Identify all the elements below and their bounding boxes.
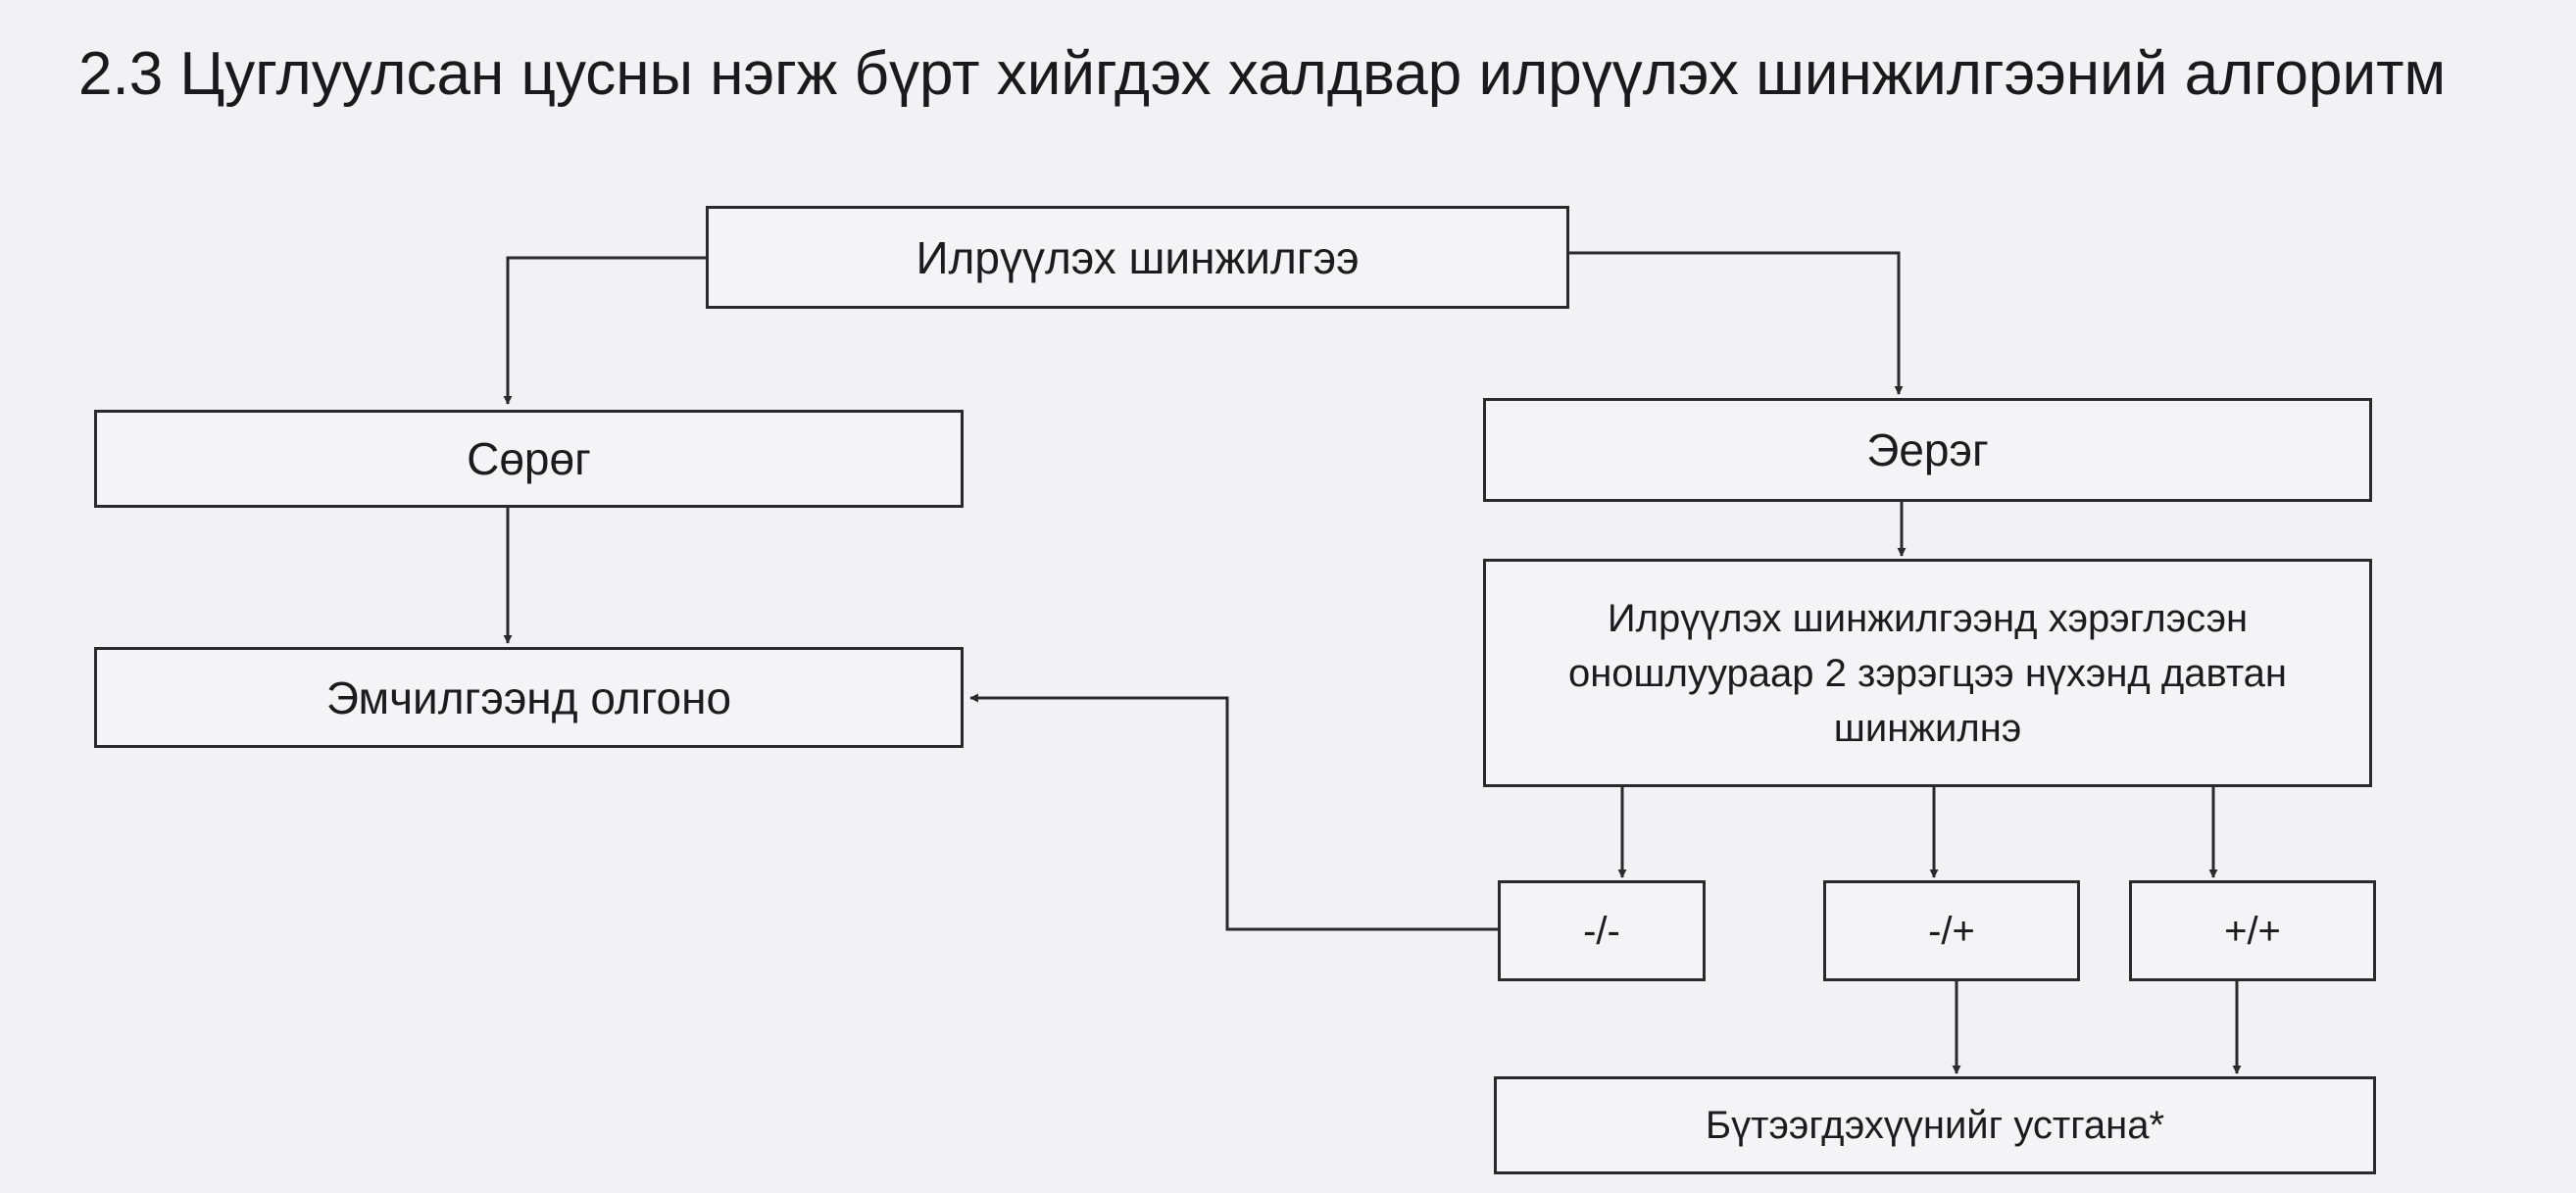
result-positive-positive-label: +/+ [2224,909,2281,953]
retest-box: Илрүүлэх шинжилгээнд хэрэглэсэн оношлуур… [1483,559,2372,787]
release-for-treatment-label: Эмчилгээнд олгоно [325,671,732,723]
negative-result-box: Сөрөг [94,410,964,508]
retest-line-1: Илрүүлэх шинжилгээнд хэрэглэсэн [1607,596,2249,640]
positive-result-box: Эерэг [1483,398,2372,502]
negative-result-label: Сөрөг [467,433,591,484]
screening-test-box: Илрүүлэх шинжилгээ [706,206,1569,309]
positive-result-label: Эерэг [1866,424,1989,475]
screening-test-label: Илрүүлэх шинжилгээ [916,231,1360,283]
retest-line-3: шинжилнэ [1833,706,2022,750]
discard-product-box: Бүтээгдэхүүнийг устгана* [1494,1076,2376,1174]
connector-screening-negative [503,256,706,405]
connector-screening-positive [1569,251,1904,395]
retest-line-2: оношлуураар 2 зэрэгцээ нүхэнд давтан [1567,651,2288,695]
result-positive-positive-box: +/+ [2129,880,2376,981]
result-negative-positive-label: -/+ [1928,909,1975,953]
result-negative-negative-label: -/- [1583,909,1620,953]
result-negative-positive-box: -/+ [1823,880,2080,981]
release-for-treatment-box: Эмчилгээнд олгоно [94,647,964,748]
page-title: 2.3 Цуглуулсан цусны нэгж бүрт хийгдэх х… [78,40,2447,108]
connector-nn-release [969,693,1498,931]
result-negative-negative-box: -/- [1498,880,1706,981]
discard-product-label: Бүтээгдэхүүнийг устгана* [1705,1104,2165,1147]
